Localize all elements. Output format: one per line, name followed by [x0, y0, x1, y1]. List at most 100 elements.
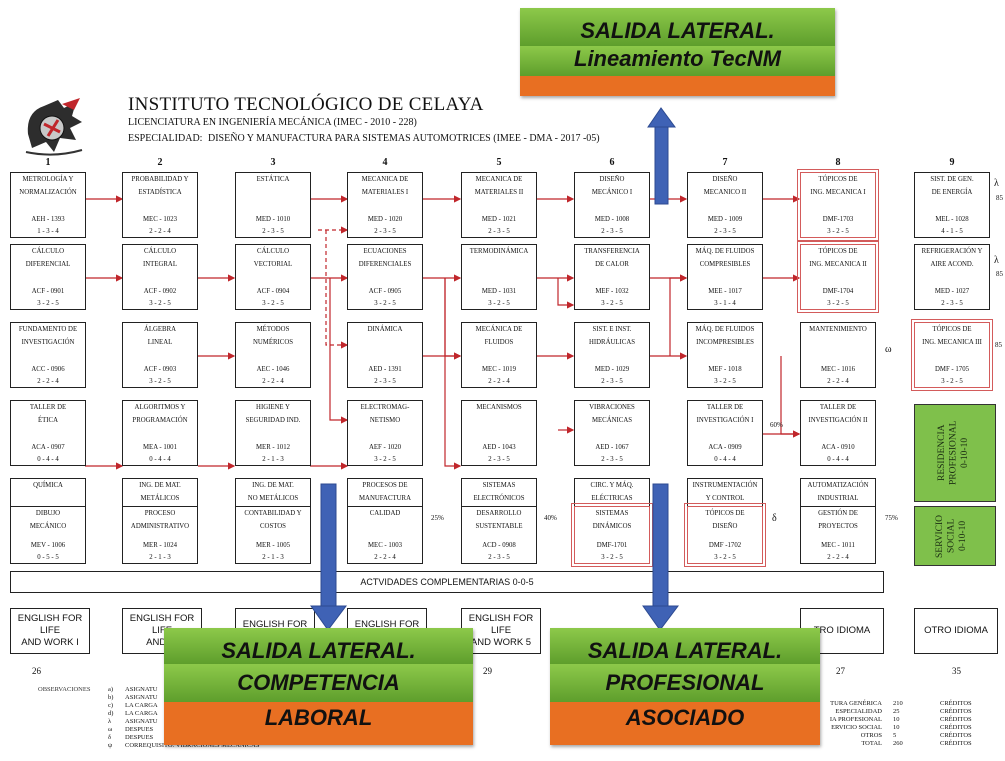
course-credits: 3 - 2 - 5: [941, 377, 963, 385]
course-name: CIRC. Y MÁQ.: [590, 482, 634, 489]
course-name: TERMODINÁMICA: [469, 248, 529, 255]
total-col9: 35: [952, 666, 961, 676]
course-credits: 3 - 2 - 5: [714, 377, 736, 385]
course-code: AEF - 1020: [368, 443, 402, 451]
observation-key: ω: [108, 726, 113, 733]
course-name: CONTABILIDAD Y: [244, 510, 302, 517]
observation-text: DESPUES: [125, 734, 154, 741]
course-name-line2: FLUIDOS: [484, 339, 514, 347]
course-name-line2: MECÁNICO I: [591, 189, 633, 197]
semester-number: 7: [722, 157, 728, 168]
lambda-mark: λ: [994, 178, 999, 189]
course-code: ACC - 0906: [31, 365, 65, 373]
semester-number: 3: [270, 157, 276, 168]
course-code: ACA - 0909: [708, 443, 742, 451]
course-name-line2: ADMINISTRATIVO: [130, 523, 190, 531]
banner-left-line3: LABORAL: [164, 702, 473, 745]
course-code: MED - 1031: [481, 287, 517, 295]
course-credits: 4 - 1 - 5: [941, 227, 963, 235]
observation-text: DESPUES: [125, 726, 154, 733]
course-name-line2: MECÁNICO: [29, 523, 67, 531]
course-name-line2: MATERIALES I: [361, 189, 409, 197]
course-name-line2: ING. MECANICA III: [922, 339, 982, 347]
course-code: ACF - 0902: [143, 287, 177, 295]
banner-right-line1: SALIDA LATERAL.: [550, 628, 820, 664]
semester-number: 6: [609, 157, 615, 168]
course-name-line2: INDUSTRIAL: [817, 495, 859, 503]
course-credits: 2 - 1 - 3: [149, 553, 171, 561]
course-credits: 3 - 2 - 5: [601, 553, 623, 561]
course-code: MED - 1021: [481, 215, 517, 223]
course-code: MEC - 1003: [368, 541, 402, 549]
course-credits: 3 - 1 - 4: [714, 299, 736, 307]
course-credits: 2 - 2 - 4: [149, 227, 171, 235]
english-course-line1: OTRO IDIOMA: [924, 625, 988, 637]
course-name-line2: MANUFACTURA: [359, 495, 411, 503]
course-name: CÁLCULO: [143, 248, 177, 255]
course-name-line2: ELÉCTRICAS: [591, 495, 633, 503]
credits-u: CRÉDITOS: [940, 740, 972, 747]
course-code: ACF - 0905: [368, 287, 402, 295]
course-name: METROLOGÍA Y: [22, 176, 74, 183]
course-credits: 0 - 4 - 4: [149, 455, 171, 463]
course-name-line2: VECTORIAL: [253, 261, 293, 269]
note-85: 85: [996, 194, 1003, 202]
observation-text: LA CARGA: [125, 710, 158, 717]
course-credits: 2 - 3 - 5: [601, 377, 623, 385]
course-name: MÁQ. DE FLUIDOS: [695, 326, 755, 333]
course-code: ACA - 0907: [31, 443, 65, 451]
course-code: MEV - 1006: [30, 541, 66, 549]
course-name-line2: LINEAL: [147, 339, 173, 347]
course-credits: 2 - 3 - 5: [601, 455, 623, 463]
course-credits: 3 - 2 - 5: [827, 299, 849, 307]
activities-bar: ACTVIDADES COMPLEMENTARIAS 0-0-5: [10, 571, 884, 593]
course-name-line2: NO METÁLICOS: [247, 495, 299, 503]
credits-n: 5: [893, 732, 897, 739]
course-credits: 3 - 2 - 5: [827, 227, 849, 235]
banner-top-line2: Lineamiento TecNM: [520, 46, 835, 76]
course-code: MEF - 1018: [708, 365, 742, 373]
course-credits: 3 - 2 - 5: [601, 299, 623, 307]
semester-number: 2: [157, 157, 163, 168]
course-name-line2: INVESTIGACIÓN: [21, 339, 75, 347]
course-code: DMF-1701: [596, 541, 628, 549]
course-name: PROBABILIDAD Y: [131, 176, 189, 183]
credits-n: 10: [893, 724, 900, 731]
banner-profesional: SALIDA LATERAL. PROFESIONAL ASOCIADO: [550, 628, 820, 745]
course-name: ING. DE MAT.: [252, 482, 294, 489]
course-code: DMF -1702: [708, 541, 742, 549]
course-name: QUÍMICA: [33, 482, 63, 489]
total-col1: 26: [32, 666, 41, 676]
semester-number: 5: [496, 157, 502, 168]
course-code: ACF - 0901: [31, 287, 65, 295]
course-name: TÓPICOS DE: [818, 176, 858, 183]
credits-u: CRÉDITOS: [940, 724, 972, 731]
course-credits: 2 - 2 - 4: [827, 377, 849, 385]
credits-u: CRÉDITOS: [940, 732, 972, 739]
course-name-line2: INVESTIGACIÓN II: [808, 417, 868, 425]
course-name: DISEÑO: [599, 176, 625, 183]
credits-name: TURA GENÉRICA: [830, 700, 882, 707]
course-name-line2: MECÁNICAS: [591, 417, 633, 425]
course-name-line2: NORMALIZACIÓN: [19, 189, 77, 197]
course-name-line2: INCOMPRESIBLES: [696, 339, 754, 347]
course-code: ACF - 0904: [256, 287, 290, 295]
